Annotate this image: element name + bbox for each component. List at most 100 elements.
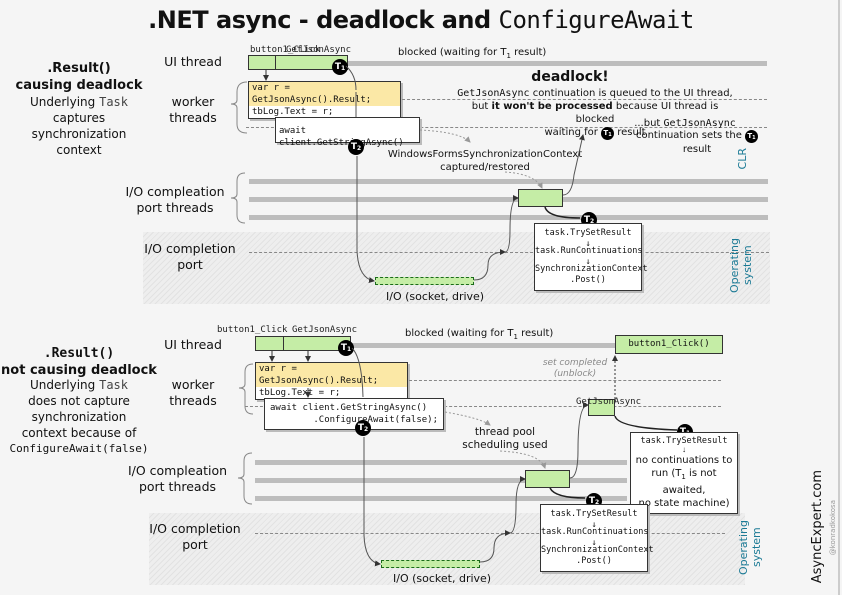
t2-badge: T2 [348,139,364,155]
io-label: I/O (socket, drive) [393,572,492,585]
code-line-await: await client.GetStringAsync() [279,126,404,148]
bottom-heading: .Result() not causing deadlock [0,345,158,379]
note-text: but [471,101,492,112]
lane-text: worker [171,377,215,392]
page-title: .NET async - deadlock and ConfigureAwait [0,6,842,34]
desc-line: synchronization [31,410,127,424]
note-line: no continuations to [635,455,733,466]
down-arrow: ↓ [682,445,686,454]
post-line: .Post() [570,275,606,285]
note-line: scheduling used [462,439,548,451]
post-line: SynchronizationContext [535,264,648,274]
bottom-heading-line2: not causing deadlock [1,363,157,378]
note-code: GetJsonAsync [457,88,530,99]
worker-line-1 [402,99,767,100]
iocp-work-bar [518,189,563,207]
note-code: GetJsonAsync [663,118,736,129]
lane-text: I/O compleation [127,463,228,478]
brand-site: AsyncExpert.com [810,470,825,584]
desc-line: context [56,143,102,157]
code-box-await: await client.GetStringAsync() .Configure… [264,398,444,430]
badge-text: T [340,343,347,353]
label-button1-click: button1_Click [250,45,321,55]
bottom-heading-line1: .Result() [43,346,115,361]
desc-line: ConfigureAwait(false) [9,442,149,455]
t1-badge: T1 [338,340,354,356]
label-getjsonasync: GetJsonAsync [292,325,358,335]
desc-line: does not capture [28,394,130,408]
code-line-result: var r = GetJsonAsync().Result; [249,82,400,106]
lane-text: I/O completion [144,241,236,256]
worker-line-2 [246,127,767,128]
lane-completion-port: I/O completion port [140,241,240,273]
note-text: continuation sets the [635,130,746,141]
code-line-await: await client.GetStringAsync() [270,403,428,413]
code-line-tblog: tbLog.Text = r; [252,107,334,117]
note-text: is not awaited, [662,468,717,496]
blocked-label: blocked (waiting for T1 result) [398,47,546,60]
t1-badge: T1 [332,59,348,75]
code-box-await: await client.GetStringAsync() [275,117,420,148]
post-line: task.TrySetResult [544,228,632,238]
lane-worker-threads: worker threads [158,94,228,126]
os-text: Operating [728,238,741,293]
t1-badge-inline: T1 [745,130,759,143]
title-text: .NET async - deadlock and [148,6,499,34]
post-line: SynchronizationContext [541,545,654,555]
io-label: I/O (socket, drive) [386,290,485,303]
post-arrow: ↓ [591,520,597,530]
t1-badge-inline: T1 [601,127,615,140]
os-region-top [143,232,770,304]
continuation-note: ...but GetJsonAsync [620,117,750,130]
blocked-sub: 1 [506,52,511,60]
badge-sub: 2 [363,426,369,433]
thread-pool-note: thread pool scheduling used [460,426,550,452]
lane-text: threads [169,110,217,125]
worker-line-1 [409,380,721,381]
lane-iocp-threads: I/O compleation port threads [115,184,235,216]
lane-completion-port: I/O completion port [145,521,245,553]
continuation-note-2: continuation sets the T1result [622,129,772,156]
badge-sub: 2 [594,499,600,506]
post-arrow: ↓ [585,257,591,267]
note-sub: 1 [681,473,686,481]
badge-text: T [588,496,595,506]
desc-code: Task [99,95,129,109]
top-heading: .Result() causing deadlock [0,60,158,94]
note-text: run (T [651,468,682,479]
os-text: system [750,527,763,568]
post-line: task.RunContinuations [541,527,649,537]
lane-worker-threads: worker threads [158,377,228,409]
label-getjsonasync: GetJsonAsync [286,45,352,55]
code-box-result: var r = GetJsonAsync().Result; tbLog.Tex… [255,362,408,400]
lane-text: threads [169,393,217,408]
badge-sub: 2 [356,145,362,152]
lane-ui-thread: UI thread [164,337,222,352]
label-getjsonasync-continuation: GetJsonAsync [576,397,642,407]
iocp-thread-line [249,197,768,202]
post-arrow: ↓ [591,538,597,548]
badge-sub: 2 [589,218,595,225]
ui-thread-bar [255,336,351,351]
note-text: waiting for [544,127,602,138]
code-box-result: var r = GetJsonAsync().Result; tbLog.Tex… [248,81,401,119]
button1-click-call-bar: button1_Click() [615,335,723,354]
blocked-sub: 1 [513,333,518,341]
code-line-tblog: tbLog.Text = r; [259,388,341,398]
badge-text: T [350,142,357,152]
io-operation-bar [381,560,480,568]
badge-text: T [357,423,364,433]
post-box-top: task.TrySetResult ↓ task.RunContinuation… [534,223,648,291]
badge-sub: 1 [340,65,346,72]
note-line: (unblock) [553,369,597,379]
lane-text: port [182,537,208,552]
iocp-thread-line [255,496,627,501]
blocked-text: blocked (waiting for T [405,328,514,339]
iocp-work-bar [525,470,570,488]
note-line: captured/restored [440,162,530,173]
set-completed-note: set completed (unblock) [535,358,615,380]
note-line: WindowsFormsSynchronizationContext [387,149,583,160]
lane-text: port threads [138,479,217,494]
